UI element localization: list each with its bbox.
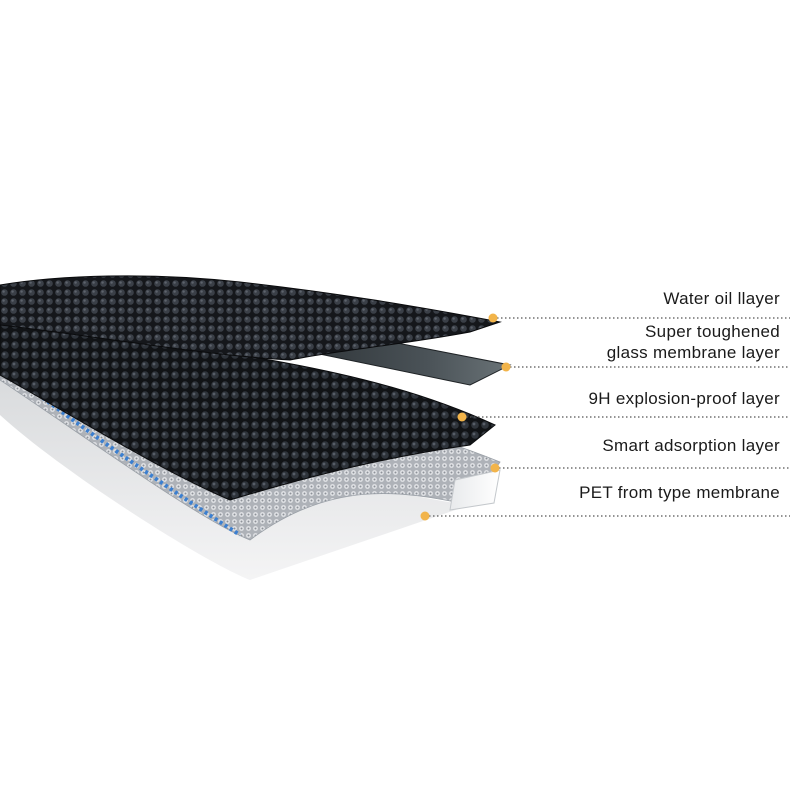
label-super-toughened-glass-line-2: glass membrane layer — [606, 343, 780, 362]
label-pet-film: PET from type membrane — [579, 482, 780, 503]
marker-dot-smart-adsorption — [490, 463, 500, 473]
label-super-toughened-glass: Super toughened glass membrane layer — [607, 321, 780, 363]
pet-film-tab — [449, 469, 501, 511]
label-water-oil-line-1: Water oil llayer — [663, 289, 780, 308]
label-pet-film-line-1: PET from type membrane — [579, 483, 780, 502]
label-super-toughened-glass-line-1: Super toughened — [645, 322, 780, 341]
marker-dot-9h-explosion-proof — [457, 412, 467, 422]
label-smart-adsorption: Smart adsorption layer — [602, 435, 780, 456]
label-water-oil: Water oil llayer — [663, 288, 780, 309]
marker-dot-pet-film — [420, 511, 430, 521]
marker-dot-super-toughened-glass — [501, 362, 511, 372]
water-oil-layer-graphic — [0, 275, 502, 361]
label-9h-explosion-proof: 9H explosion-proof layer — [589, 388, 780, 409]
marker-dot-water-oil — [488, 313, 498, 323]
label-smart-adsorption-line-1: Smart adsorption layer — [602, 436, 780, 455]
leader-lines — [420, 313, 790, 521]
label-9h-explosion-proof-line-1: 9H explosion-proof layer — [588, 389, 780, 408]
